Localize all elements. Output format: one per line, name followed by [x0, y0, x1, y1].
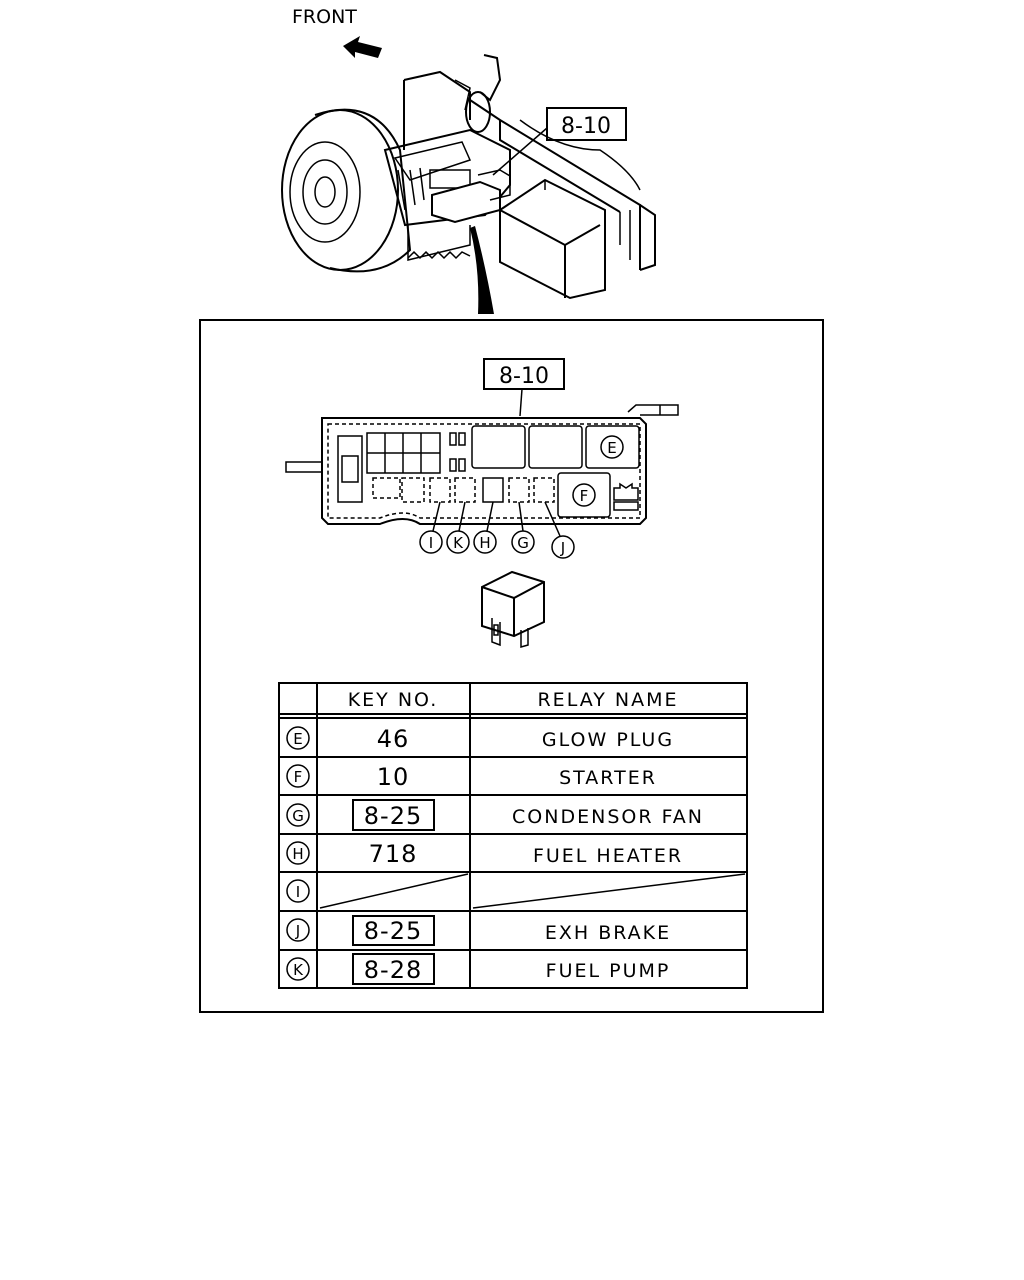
row-key: 10 — [377, 763, 410, 791]
wheel-illustration — [281, 108, 412, 273]
front-arrow-icon — [343, 36, 382, 58]
relay-box-inner — [327, 423, 641, 519]
row-key: 8-28 — [364, 956, 422, 984]
relay-markers: I K H G J — [419, 530, 575, 559]
row-marker: K — [293, 961, 304, 979]
row-key: 46 — [377, 725, 410, 753]
row-key-box — [352, 915, 435, 946]
row-marker-icon — [286, 879, 310, 903]
row-key-box — [352, 953, 435, 985]
top-callout-box — [546, 107, 627, 141]
large-relay-2 — [528, 425, 583, 469]
left-tab — [285, 461, 323, 473]
marker-k-label: K — [453, 534, 464, 552]
detail-pointer-icon — [470, 226, 494, 314]
relay-table: KEY NO. RELAY NAME E 46 GLOW PLUG F 10 S… — [278, 682, 748, 989]
marker-f-label: F — [580, 487, 589, 505]
fuse-grid — [366, 432, 441, 474]
row-marker: J — [295, 922, 300, 940]
relay-box-outline — [321, 417, 647, 525]
row-marker: E — [293, 730, 302, 748]
row-key: 8-25 — [364, 917, 422, 945]
row-key-box — [352, 799, 435, 831]
marker-h-icon — [473, 530, 497, 554]
table-row: I — [286, 873, 746, 909]
marker-j-icon — [551, 535, 575, 559]
marker-h-label: H — [479, 534, 490, 552]
table-row: E 46 GLOW PLUG — [286, 725, 674, 753]
top-view: FRONT — [281, 6, 656, 314]
header-key-no: KEY NO. — [348, 689, 439, 711]
marker-j-label: J — [560, 539, 565, 557]
row-name: FUEL PUMP — [546, 960, 671, 982]
row-marker: I — [296, 883, 300, 901]
row-marker: F — [294, 768, 303, 786]
header-relay-name: RELAY NAME — [537, 689, 678, 711]
detail-view: 8-10 E — [285, 358, 679, 648]
relay-leaders — [432, 501, 561, 537]
table-row: F 10 STARTER — [286, 763, 657, 791]
detail-frame — [199, 319, 824, 1013]
table-row: H 718 FUEL HEATER — [286, 840, 683, 868]
row-marker: H — [292, 845, 303, 863]
row-name: EXH BRAKE — [545, 922, 671, 944]
battery-illustration — [499, 178, 606, 300]
row-marker-icon — [286, 726, 310, 750]
row-marker-icon — [286, 803, 310, 827]
marker-e-label: E — [607, 439, 616, 457]
side-connector — [613, 482, 639, 511]
row-marker-icon — [286, 841, 310, 865]
top-callout-leader — [492, 127, 548, 176]
row-key: 718 — [369, 840, 418, 868]
marker-g-icon — [511, 530, 535, 554]
detail-callout-label: 8-10 — [499, 364, 549, 389]
relay-box-illustration — [383, 128, 511, 261]
row-marker-icon — [286, 918, 310, 942]
relay-cube-illustration — [481, 570, 545, 648]
main-fuse — [337, 435, 363, 503]
marker-i-icon — [419, 530, 443, 554]
row-key-empty-slash — [319, 873, 469, 909]
detail-callout-leader — [519, 388, 523, 417]
top-callout-label: 8-10 — [561, 114, 611, 139]
table-row: J 8-25 EXH BRAKE — [286, 915, 671, 946]
marker-e-icon — [600, 435, 624, 459]
mini-relay-row — [372, 477, 555, 503]
large-relay-1 — [471, 425, 526, 469]
table-row: K 8-28 FUEL PUMP — [286, 953, 671, 985]
main-fuse-inner — [341, 455, 359, 483]
relay-slot-f — [557, 472, 611, 518]
row-name: CONDENSOR FAN — [512, 806, 704, 828]
row-name: STARTER — [559, 767, 657, 789]
front-label: FRONT — [292, 6, 357, 28]
row-name: FUEL HEATER — [533, 845, 683, 867]
row-name: GLOW PLUG — [542, 729, 674, 751]
detail-callout-box — [483, 358, 565, 390]
row-marker-icon — [286, 957, 310, 981]
table-row: G 8-25 CONDENSOR FAN — [286, 799, 704, 831]
row-marker-icon — [286, 764, 310, 788]
right-tab — [627, 404, 679, 416]
small-fuses — [449, 432, 466, 472]
marker-f-icon — [572, 483, 596, 507]
marker-k-icon — [446, 530, 470, 554]
row-key: 8-25 — [364, 802, 422, 830]
marker-g-label: G — [517, 534, 529, 552]
relay-slot-e — [585, 425, 640, 469]
row-name-empty-slash — [472, 873, 746, 909]
marker-i-label: I — [429, 534, 433, 552]
row-marker: G — [292, 807, 304, 825]
